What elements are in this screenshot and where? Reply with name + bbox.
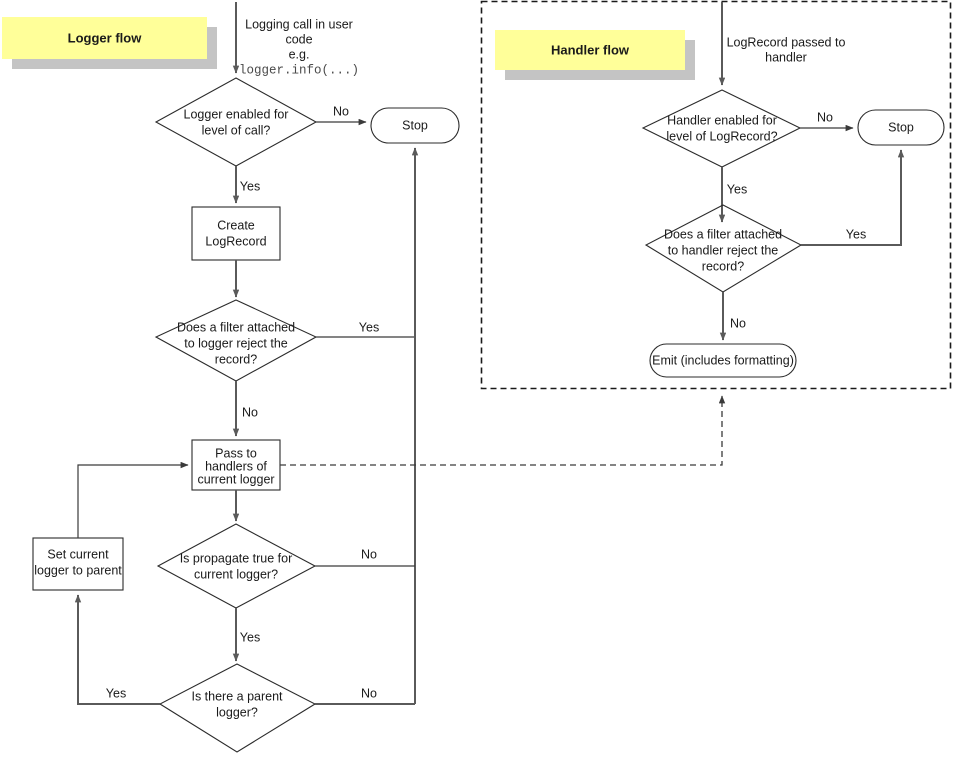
- handler-entry-note-line1: LogRecord passed to: [727, 35, 846, 49]
- handler-filter-line2: to handler reject the: [668, 243, 779, 257]
- pass-to-handlers-line2: handlers of: [205, 459, 267, 473]
- logger-filter-line3: record?: [215, 352, 257, 366]
- node-set-current-logger-to-parent: Set current logger to parent: [32, 537, 124, 591]
- edge-set-parent-to-pass-handlers: [77, 461, 189, 538]
- edge-label-logger-level-no: No: [333, 104, 349, 118]
- propagate-check-line2: current logger?: [194, 567, 278, 581]
- edge-label-handler-filter-no: No: [730, 316, 746, 330]
- handler-stop-terminator: [857, 109, 945, 146]
- edge-label-handler-level-no: No: [817, 110, 833, 124]
- node-handler-filter-check: Does a filter attached to handler reject…: [644, 204, 803, 293]
- handler-flow-group-border: [480, 0, 952, 390]
- handler-level-check-line1: Handler enabled for: [667, 113, 777, 127]
- parent-check-line1: Is there a parent: [191, 689, 283, 703]
- handler-level-check-line2: level of LogRecord?: [666, 129, 777, 143]
- logger-flow-banner-box: [2, 17, 207, 59]
- node-create-logrecord: Create LogRecord: [191, 206, 281, 261]
- node-logger-stop: Stop: [370, 107, 460, 144]
- logger-flow-banner-label: Logger flow: [68, 30, 143, 45]
- pass-to-handlers-line3: current logger: [197, 472, 274, 486]
- handler-flow-banner-label: Handler flow: [551, 42, 630, 57]
- edge-label-parent-no: No: [361, 686, 377, 700]
- logger-stop-terminator: [370, 107, 460, 144]
- node-handler-level-check: Handler enabled for level of LogRecord?: [641, 89, 802, 168]
- logger-entry-note-line3: e.g.: [289, 47, 310, 61]
- propagate-check-diamond: [156, 523, 317, 609]
- parent-check-diamond: [158, 663, 317, 753]
- logger-flow-banner: Logger flow: [2, 17, 217, 69]
- logger-entry-note-line4-code: logger.info(...): [239, 63, 359, 77]
- logger-entry-note-line2: code: [285, 32, 312, 46]
- logger-level-check-line2: level of call?: [202, 123, 271, 137]
- logger-filter-line1: Does a filter attached: [177, 320, 295, 334]
- pass-to-handlers-line1: Pass to: [215, 446, 257, 460]
- edge-label-handler-filter-yes: Yes: [846, 227, 866, 241]
- logger-level-check-line1: Logger enabled for: [184, 107, 289, 121]
- logger-entry-note-line1: Logging call in user: [245, 17, 353, 31]
- edge-handler-filter-yes-to-stop: [801, 149, 905, 246]
- node-propagate-check: Is propagate true for current logger?: [156, 523, 317, 609]
- node-parent-check: Is there a parent logger?: [158, 663, 317, 753]
- create-logrecord-line2: LogRecord: [205, 234, 266, 248]
- propagate-check-line1: Is propagate true for: [180, 551, 293, 565]
- logger-filter-line2: to logger reject the: [184, 336, 288, 350]
- handler-stop-label: Stop: [888, 120, 914, 134]
- edge-label-propagate-no: No: [361, 547, 377, 561]
- edge-label-propagate-yes: Yes: [240, 630, 260, 644]
- edge-label-handler-level-yes: Yes: [727, 182, 747, 196]
- emit-label: Emit (includes formatting): [652, 353, 794, 367]
- edge-label-parent-yes: Yes: [106, 686, 126, 700]
- logger-entry-note: Logging call in user code e.g. logger.in…: [239, 17, 359, 77]
- parent-check-line2: logger?: [216, 705, 258, 719]
- edge-parent-yes-to-set-parent: [74, 594, 160, 705]
- handler-entry-note-line2: handler: [765, 50, 807, 64]
- handler-flow-banner: Handler flow: [495, 30, 695, 80]
- node-emit: Emit (includes formatting): [649, 343, 797, 378]
- logger-level-check-diamond: [154, 77, 318, 167]
- emit-terminator: [649, 343, 797, 378]
- node-handler-stop: Stop: [857, 109, 945, 146]
- edge-label-logger-level-yes: Yes: [240, 179, 260, 193]
- set-parent-line1: Set current: [47, 547, 109, 561]
- handler-flow-banner-box: [495, 30, 685, 70]
- node-logger-filter-check: Does a filter attached to logger reject …: [154, 299, 318, 382]
- node-pass-to-handlers: Pass to handlers of current logger: [191, 439, 281, 491]
- handler-filter-line1: Does a filter attached: [664, 227, 782, 241]
- logger-stop-label: Stop: [402, 118, 428, 132]
- create-logrecord-line1: Create: [217, 218, 255, 232]
- handler-entry-note: LogRecord passed to handler: [727, 35, 846, 64]
- edge-label-logger-filter-no: No: [242, 405, 258, 419]
- edge-pass-to-handler-flow-dashed: [280, 395, 726, 466]
- handler-filter-line3: record?: [702, 259, 744, 273]
- node-logger-level-check: Logger enabled for level of call?: [154, 77, 318, 167]
- set-parent-line2: logger to parent: [34, 563, 122, 577]
- edge-label-logger-filter-yes: Yes: [359, 320, 379, 334]
